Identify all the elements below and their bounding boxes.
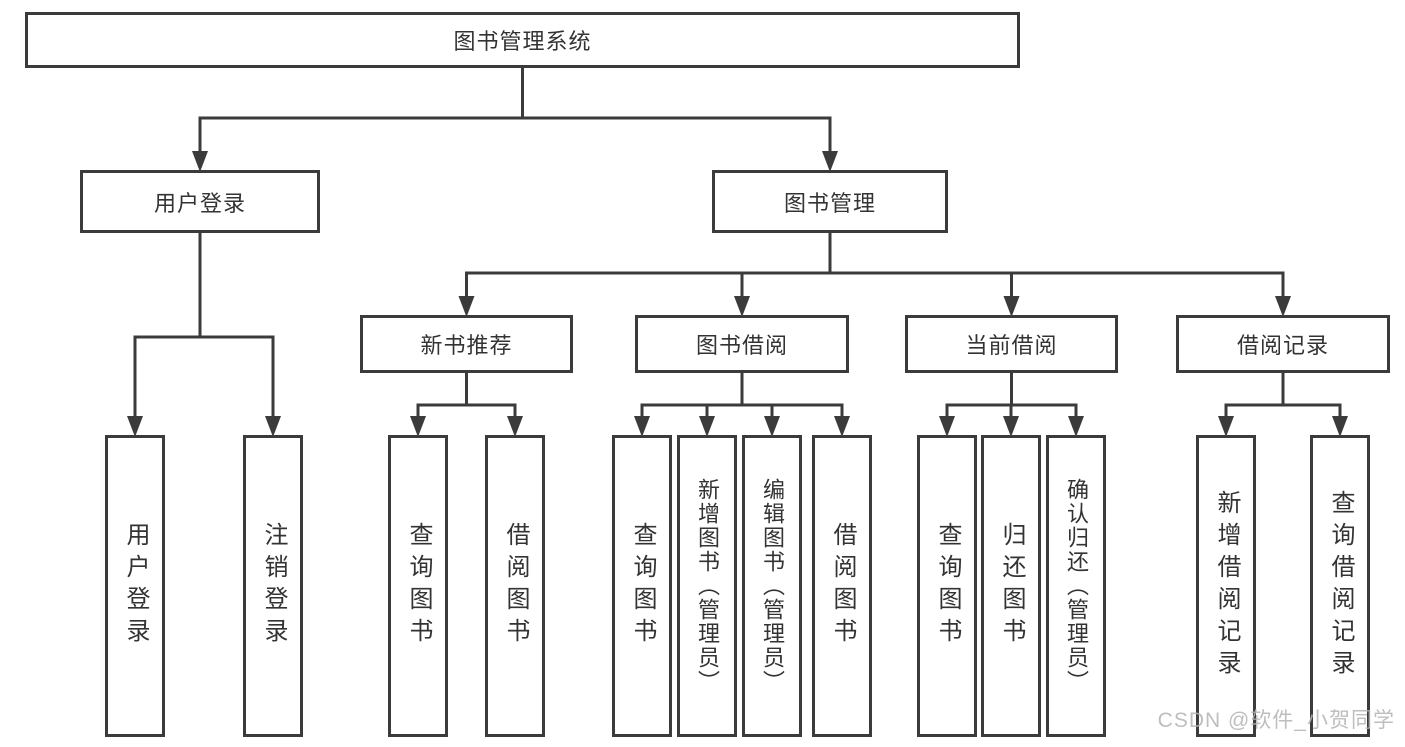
- leaf-confirm-return-admin: 确认归还（管理员）: [1046, 435, 1106, 737]
- node-label: 用户登录: [122, 522, 149, 650]
- node-label: 查询图书: [934, 522, 961, 650]
- node-label: 用户登录: [153, 190, 246, 216]
- node-label: 图书借阅: [695, 333, 788, 358]
- node-label: 编辑图书（管理员）: [760, 478, 785, 694]
- node-label: 借阅记录: [1236, 333, 1329, 358]
- node-label: 查询图书: [629, 522, 656, 650]
- node-borrowing-records: 借阅记录: [1176, 315, 1390, 373]
- node-book-management: 图书管理: [712, 170, 948, 233]
- leaf-add-book-admin: 新增图书（管理员）: [677, 435, 737, 737]
- watermark: CSDN @软件_小贺同学: [1157, 709, 1395, 732]
- leaf-borrow-books: 借阅图书: [812, 435, 872, 737]
- node-label: 借阅图书: [502, 522, 529, 650]
- node-label: 图书管理: [783, 190, 876, 216]
- node-label: 新书推荐: [420, 333, 513, 358]
- node-label: 新增借阅记录: [1213, 490, 1240, 682]
- leaf-query-books-recommend: 查询图书: [388, 435, 448, 737]
- node-book-borrowing: 图书借阅: [635, 315, 849, 373]
- node-library-management-system: 图书管理系统: [25, 12, 1020, 68]
- node-label: 借阅图书: [829, 522, 856, 650]
- node-label: 注销登录: [260, 522, 287, 650]
- node-label: 查询图书: [405, 522, 432, 650]
- leaf-borrow-books-recommend: 借阅图书: [485, 435, 545, 737]
- leaf-user-login: 用户登录: [105, 435, 165, 737]
- leaf-query-books-current: 查询图书: [917, 435, 977, 737]
- node-label: 归还图书: [998, 522, 1025, 650]
- node-label: 图书管理系统: [453, 29, 592, 54]
- node-label: 查询借阅记录: [1327, 490, 1354, 682]
- node-user-login: 用户登录: [80, 170, 320, 233]
- leaf-return-book: 归还图书: [981, 435, 1041, 737]
- node-label: 新增图书（管理员）: [695, 478, 720, 694]
- leaf-edit-book-admin: 编辑图书（管理员）: [742, 435, 802, 737]
- leaf-logout: 注销登录: [243, 435, 303, 737]
- node-new-book-recommendation: 新书推荐: [360, 315, 573, 373]
- node-label: 当前借阅: [965, 333, 1058, 358]
- node-label: 确认归还（管理员）: [1064, 478, 1089, 694]
- leaf-query-books-borrow: 查询图书: [612, 435, 672, 737]
- leaf-add-borrow-record: 新增借阅记录: [1196, 435, 1256, 737]
- node-current-borrowing: 当前借阅: [905, 315, 1118, 373]
- leaf-query-borrow-record: 查询借阅记录: [1310, 435, 1370, 737]
